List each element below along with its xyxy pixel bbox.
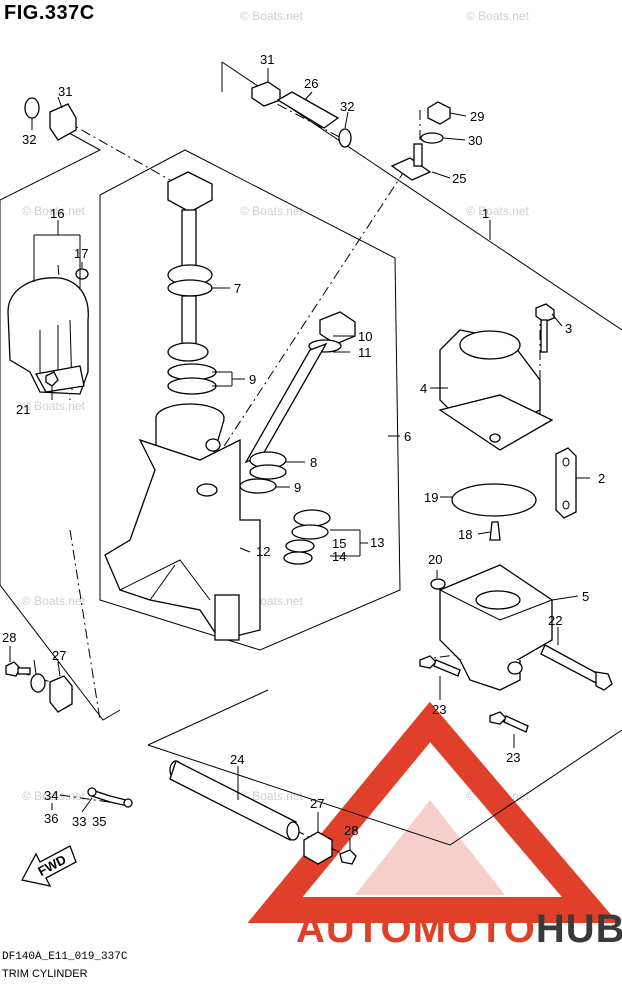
callout-3: 3 — [565, 321, 572, 336]
callout-1: 1 — [482, 206, 489, 221]
cylinder-tube — [239, 311, 356, 494]
ground-lead-parts — [87, 787, 133, 808]
callout-9-upper: 9 — [249, 372, 256, 387]
callout-32-right: 32 — [340, 99, 354, 114]
watermark-text: © Boats.net — [240, 9, 304, 23]
logo-text-part2: HUB — [536, 907, 622, 951]
seal-part-31-32-left — [24, 97, 77, 141]
watermark-text: © Boats.net — [466, 204, 530, 218]
diagram-code: DF140A_E11_019_337C — [2, 951, 128, 963]
bolt-part-23-upper — [419, 655, 461, 677]
callout-17: 17 — [74, 246, 88, 261]
logo-text-part1: AUTOMOTO — [296, 907, 536, 951]
watermark-text: © Boats.net — [22, 204, 86, 218]
callout-4: 4 — [420, 381, 427, 396]
watermark-text: © Boats.net — [22, 789, 86, 803]
callout-2: 2 — [598, 471, 605, 486]
callout-31-top: 31 — [260, 52, 274, 67]
callout-7: 7 — [234, 281, 241, 296]
shaft-part-24 — [169, 760, 300, 841]
watermark-text: © Boats.net — [466, 9, 530, 23]
leader-lines — [9, 68, 590, 850]
callout-36: 36 — [44, 811, 58, 826]
callout-20: 20 — [428, 552, 442, 567]
callout-23-upper: 23 — [432, 702, 446, 717]
lower-right-pin-parts — [303, 831, 357, 865]
callout-30: 30 — [468, 133, 482, 148]
callout-35: 35 — [92, 814, 106, 829]
trim-cylinder-body — [104, 403, 261, 641]
bolt-part-22 — [540, 644, 613, 691]
callout-33: 33 — [72, 814, 86, 829]
callout-26: 26 — [304, 76, 318, 91]
callout-11: 11 — [358, 345, 372, 360]
callout-31-left: 31 — [58, 84, 72, 99]
callout-12: 12 — [256, 544, 270, 559]
callout-21: 21 — [16, 402, 30, 417]
logo-text: AUTOMOTOHUB — [296, 907, 622, 951]
callout-28-right: 28 — [344, 823, 358, 838]
callout-29: 29 — [470, 109, 484, 124]
diagram-name: TRIM CYLINDER — [2, 968, 88, 980]
rings-13-14-15 — [283, 509, 331, 565]
callout-19: 19 — [424, 490, 438, 505]
trim-motor-part-4 — [438, 329, 554, 451]
callout-5: 5 — [582, 589, 589, 604]
piston-rod-assembly — [167, 171, 217, 395]
figure-title: FIG.337C — [4, 2, 95, 24]
callout-15: 15 — [332, 536, 346, 551]
callout-32-left: 32 — [22, 132, 36, 147]
callout-10: 10 — [358, 329, 372, 344]
watermark-text: © Boats.net — [22, 399, 86, 413]
callout-34: 34 — [44, 788, 58, 803]
fwd-arrow-icon: FWD — [21, 845, 77, 887]
callout-14: 14 — [332, 549, 346, 564]
bolt-part-3 — [535, 303, 555, 353]
callout-28-left: 28 — [2, 630, 16, 645]
assembly-outline — [0, 61, 622, 846]
logo-triangle — [247, 701, 619, 923]
watermark-text: © Boats.net — [22, 594, 86, 608]
callout-27-right: 27 — [310, 796, 324, 811]
pump-body-part-5 — [439, 564, 553, 691]
callout-16: 16 — [50, 206, 64, 221]
o-ring-part-20 — [430, 578, 446, 590]
callout-25: 25 — [452, 171, 466, 186]
callout-18: 18 — [458, 527, 472, 542]
o-ring-part-19 — [451, 483, 537, 541]
callout-13: 13 — [370, 535, 384, 550]
bolt-parts-25-29-30 — [390, 101, 451, 181]
bolt-part-23-lower — [489, 711, 529, 733]
watermark-text: © Boats.net — [240, 204, 304, 218]
pin-part-26 — [251, 81, 352, 148]
callout-23-lower: 23 — [506, 750, 520, 765]
callout-6: 6 — [404, 429, 411, 444]
automotohub-logo: AUTOMOTOHUB — [247, 701, 622, 951]
bracket-part-2 — [555, 447, 577, 519]
bracket-part-16 — [7, 268, 89, 395]
lower-left-pin-parts — [5, 661, 73, 713]
callout-24: 24 — [230, 752, 244, 767]
callout-22: 22 — [548, 613, 562, 628]
callout-27-left: 27 — [52, 648, 66, 663]
callout-9-lower: 9 — [294, 480, 301, 495]
callout-8: 8 — [310, 455, 317, 470]
callout-labels: 1 2 3 4 5 6 7 8 9 9 10 11 12 13 14 15 16… — [2, 52, 605, 838]
watermark-text: © Boats.net — [240, 789, 304, 803]
